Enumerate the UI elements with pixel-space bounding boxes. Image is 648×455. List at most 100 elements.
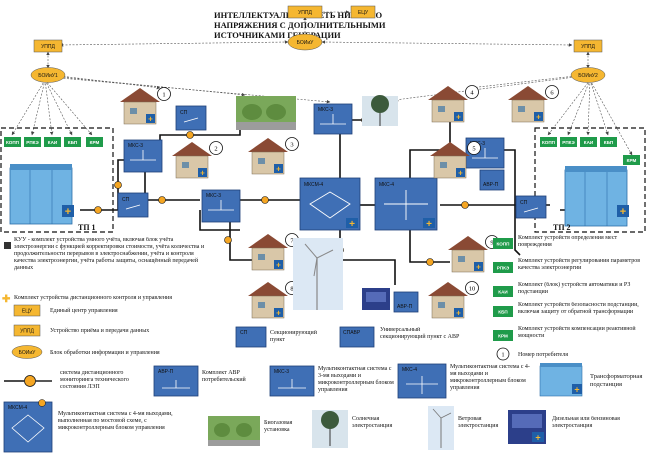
- svg-text:РПКЭ: РПКЭ: [562, 140, 575, 145]
- wind-station: [293, 238, 343, 310]
- solar-station-top: [362, 95, 398, 126]
- tp2-label: ТП 2: [553, 223, 571, 232]
- svg-text:✚: ✚: [2, 294, 11, 305]
- svg-text:МКС-3: МКС-3: [318, 107, 333, 113]
- multicontact-system-3-a: МКС-3: [124, 140, 162, 172]
- krm-description: Комплект устройств компенсации реактивно…: [518, 326, 646, 340]
- svg-text:+: +: [458, 169, 463, 178]
- wind-legend-icon: [428, 406, 454, 450]
- svg-text:+: +: [65, 206, 71, 218]
- unified-control-center: ЕЦУ: [351, 6, 375, 18]
- consumer-number: 2: [214, 146, 217, 153]
- uppd-description: Устройство приёма и передачи данных: [50, 327, 149, 334]
- svg-text:КАИ: КАИ: [584, 140, 593, 145]
- line-sensor: [462, 202, 469, 209]
- svg-text:КБП: КБП: [604, 140, 613, 145]
- svg-text:БОИиУ: БОИиУ: [297, 40, 315, 46]
- svg-text:КОПП: КОПП: [6, 140, 19, 145]
- svg-text:МКС-3: МКС-3: [128, 143, 143, 149]
- consumer-house: +10: [428, 282, 479, 319]
- consumer-transfer-switch-1: АВР-П: [480, 170, 504, 190]
- sectioning-point-2: СП: [118, 193, 148, 217]
- svg-text:+: +: [148, 115, 153, 124]
- svg-text:+: +: [276, 309, 281, 318]
- svg-text:СП: СП: [520, 200, 528, 206]
- svg-text:+: +: [276, 165, 281, 174]
- tp1-label: ТП 1: [78, 223, 96, 232]
- svg-text:АВР-П: АВР-П: [158, 369, 174, 375]
- svg-text:+: +: [200, 169, 205, 178]
- legend-left: КУУ - комплект устройства умного учёта, …: [2, 237, 210, 359]
- svg-text:1: 1: [501, 352, 504, 359]
- svg-text:АВР-П: АВР-П: [483, 182, 499, 188]
- transformer-description: Трансформаторная подстанция: [590, 373, 648, 388]
- transformer-substation-1: +: [10, 164, 74, 224]
- consumer-house: +6: [508, 86, 559, 123]
- rpke-description: Комплект устройств регулирования парамет…: [518, 258, 646, 272]
- consumer-transfer-switch-2: АВР-П: [394, 292, 418, 312]
- left-data-transceiver: УППД: [34, 40, 62, 52]
- svg-text:+: +: [620, 206, 626, 218]
- svg-text:УППД: УППД: [20, 329, 34, 335]
- consumer-number: 1: [162, 92, 165, 99]
- svg-text:СПАВР: СПАВР: [343, 330, 361, 336]
- legend-middle: СП Секционирующий пункт СПАВР Универсаль…: [236, 327, 466, 350]
- svg-text:БОИиУ: БОИиУ: [19, 350, 37, 356]
- consumer-number-description: Номер потребителя: [518, 351, 568, 358]
- substation-2-modules: КОПП РПКЭ КАИ КБП КРМ: [540, 137, 640, 165]
- kdku-description: Комплект устройства дистанционного контр…: [14, 294, 172, 301]
- svg-text:РПКЭ: РПКЭ: [497, 266, 510, 271]
- kuu-icon: [4, 242, 11, 249]
- svg-text:МКС-4: МКС-4: [379, 182, 394, 188]
- consumer-house: +4: [428, 86, 479, 123]
- line-sensor: [262, 197, 269, 204]
- spavr-description: Универсальный секционирующий пункт с АВР: [380, 327, 466, 341]
- multicontact-system-4: МКС-4 +: [375, 178, 437, 230]
- transformer-substation-2: +: [565, 166, 629, 226]
- svg-text:УППД: УППД: [581, 44, 595, 50]
- svg-text:ЕЦУ: ЕЦУ: [22, 309, 33, 315]
- svg-text:АВР-П: АВР-П: [397, 304, 413, 310]
- biogas-legend-icon: [208, 416, 260, 446]
- mksm4-legend-box: МКСМ-4: [4, 400, 52, 453]
- title-line-3: ИСТОЧНИКАМИ ГЕНЕРАЦИИ: [214, 30, 341, 40]
- consumer-number: 3: [290, 142, 293, 149]
- solar-description: Солнечная электростанция: [352, 416, 400, 430]
- svg-text:+: +: [536, 113, 541, 122]
- svg-text:+: +: [535, 433, 540, 443]
- right-data-transceiver: УППД: [574, 40, 602, 52]
- svg-text:БОИиУ1: БОИиУ1: [38, 73, 58, 79]
- svg-text:МКС-4: МКС-4: [402, 367, 417, 373]
- diesel-legend-icon: +: [508, 410, 546, 444]
- kuu-description: КУУ - комплект устройства умного учёта, …: [14, 237, 210, 272]
- svg-text:КАИ: КАИ: [498, 290, 507, 295]
- sp-description: Секционирующий пункт: [270, 330, 332, 344]
- left-processing-unit: БОИиУ1: [31, 68, 65, 83]
- svg-text:РПКЭ: РПКЭ: [26, 140, 39, 145]
- eci-description: Единый центр управления: [50, 307, 118, 314]
- svg-text:БОИиУ2: БОИиУ2: [578, 73, 598, 79]
- right-processing-unit: БОИиУ2: [571, 68, 605, 83]
- mks3-description: Мультиконтактная система с 3-мя выходами…: [318, 366, 394, 394]
- kbp-description: Комплект устройств безопасности подстанц…: [518, 302, 646, 316]
- consumer-number: 10: [469, 286, 476, 293]
- svg-text:КРМ: КРМ: [498, 334, 508, 339]
- kopp-description: Комплект устройств определения мест повр…: [518, 235, 646, 249]
- multicontact-bridge-system-4: МКСМ-4 +: [300, 178, 360, 230]
- wind-description: Ветровая электростанция: [458, 416, 506, 430]
- line-sensor: [95, 207, 102, 214]
- monitoring-description: система дистанционного мониторинга техни…: [60, 370, 150, 391]
- kai-description: Комплект (блок) устройств автоматики и Р…: [518, 282, 646, 296]
- central-control-unit: УППД: [288, 6, 322, 18]
- svg-text:МКС-3: МКС-3: [206, 193, 221, 199]
- biogas-description: Биогазовая установка: [264, 420, 308, 434]
- consumer-house: +1: [120, 88, 171, 125]
- svg-text:УППД: УППД: [298, 10, 312, 16]
- consumer-house: +8: [248, 282, 299, 319]
- svg-text:+: +: [276, 261, 281, 270]
- sectioning-point-1: СП: [176, 106, 206, 130]
- mksm4-description: Мультиконтактная система с 4-мя выходами…: [58, 411, 182, 432]
- central-processing-unit: БОИиУ: [288, 34, 322, 50]
- line-sensor: [225, 237, 232, 244]
